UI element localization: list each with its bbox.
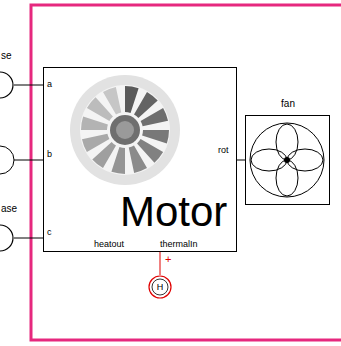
port-label: ase — [1, 204, 17, 214]
motor-block: Motor — [43, 67, 237, 252]
pin-name: rot — [218, 146, 229, 155]
phase-port — [0, 146, 43, 174]
connection-wire — [237, 160, 245, 161]
fan-block: fan — [245, 115, 330, 205]
pin-name: heatout — [94, 240, 124, 249]
phase-port: ase — [0, 224, 14, 252]
fan-symbol — [250, 123, 324, 197]
polarity-sign: + — [165, 254, 171, 265]
port-circle — [0, 71, 14, 99]
connection-wire — [14, 85, 43, 86]
port-label: H — [157, 283, 164, 292]
port-label: fan — [281, 99, 295, 109]
pin-name: b — [47, 150, 52, 159]
phase-port: se — [0, 71, 14, 99]
port-label: se — [1, 51, 12, 61]
pin-name: thermalIn — [160, 240, 198, 249]
block-title: Motor — [120, 191, 227, 233]
motor-icon — [70, 75, 180, 185]
model-frame — [31, 5, 341, 340]
heat-port: H — [148, 275, 172, 299]
port-circle — [0, 224, 14, 252]
connection-wire — [14, 238, 43, 239]
pin-name: c — [47, 228, 52, 237]
pin-name: a — [47, 80, 52, 89]
connection-wire — [160, 252, 161, 275]
